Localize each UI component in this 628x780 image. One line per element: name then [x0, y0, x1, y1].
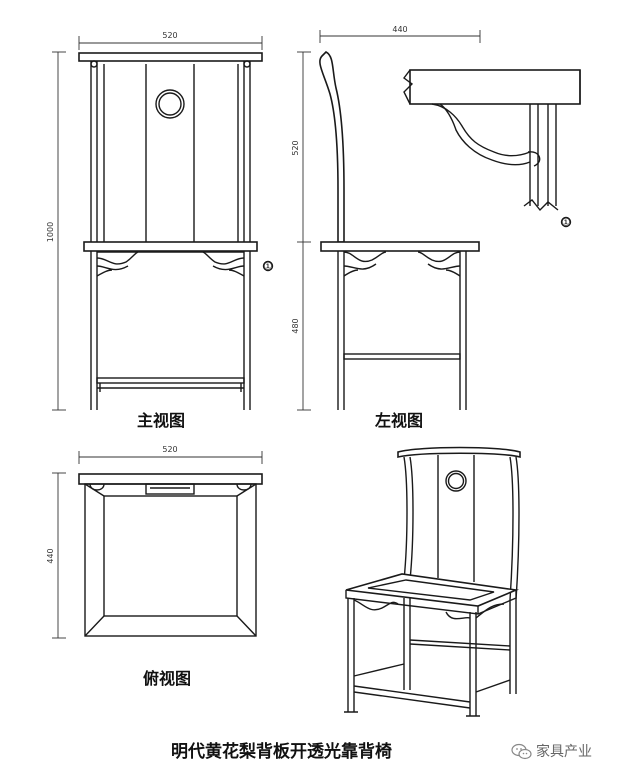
persp-splat-opening [445, 470, 467, 492]
persp-back-leg-right [509, 600, 517, 694]
wechat-icon [511, 743, 532, 760]
detail-break-line [403, 69, 414, 105]
left-legs [337, 251, 467, 410]
front-view-label: 主视图 [137, 411, 186, 430]
persp-back-post-right [509, 456, 520, 601]
detail-spandrel [431, 103, 531, 157]
front-posts [90, 61, 251, 410]
top-view-label: 俯视图 [143, 669, 192, 688]
top-width-dimension: 520 [78, 445, 263, 464]
perspective-view [344, 446, 521, 717]
front-height-dimension: 1000 [46, 51, 66, 411]
drawing-caption: 明代黄花梨背板开透光靠背椅 [171, 742, 392, 762]
front-stretcher [96, 377, 245, 384]
persp-front-leg-right [469, 612, 477, 716]
left-seat-height-value: 480 [291, 318, 300, 333]
front-apron-left [96, 251, 244, 265]
top-width-value: 520 [162, 445, 177, 454]
left-back-post [319, 51, 345, 243]
persp-crest-rail [397, 446, 521, 459]
detail-seat-section [409, 69, 581, 105]
top-seat-frame [84, 483, 257, 637]
left-depth-value: 440 [392, 25, 407, 34]
left-stretcher [343, 353, 461, 360]
top-depth-value: 440 [46, 548, 55, 563]
detail-view: ① [403, 69, 581, 229]
front-apron-right [202, 251, 245, 265]
left-back-height-value: 520 [291, 140, 300, 155]
top-view: 520 440 [46, 445, 263, 639]
left-view: 440 520 480 [291, 25, 481, 411]
left-view-label: 左视图 [375, 411, 424, 430]
brand-watermark: 家具产业 [511, 741, 623, 763]
brand-name: 家具产业 [536, 744, 592, 760]
back-splat [103, 64, 239, 242]
persp-back-leg-left [403, 598, 411, 690]
front-view: 520 1000 ① [46, 31, 274, 411]
front-width-value: 520 [162, 31, 177, 40]
persp-front-leg-left [347, 598, 355, 712]
persp-front-stretcher [353, 685, 471, 709]
detail-marker: ① [562, 218, 571, 229]
front-height-value: 1000 [46, 222, 55, 242]
splat-round-opening [155, 89, 185, 119]
left-seat-height-dimension: 480 [291, 242, 311, 411]
front-seat [83, 241, 258, 252]
crest-rail [78, 52, 263, 62]
persp-splat [437, 455, 475, 582]
left-seat [320, 241, 480, 252]
top-depth-dimension: 440 [46, 472, 66, 639]
front-width-dimension: 520 [78, 31, 263, 50]
detail-leg [529, 104, 557, 206]
front-detail-marker: ① [264, 262, 273, 273]
persp-back-post-left [403, 456, 414, 581]
top-crest-rail [78, 473, 263, 485]
top-splat [145, 483, 195, 495]
left-back-height-dimension: 520 [291, 51, 311, 243]
left-depth-dimension: 440 [319, 25, 481, 43]
top-seat-panel [103, 495, 238, 617]
